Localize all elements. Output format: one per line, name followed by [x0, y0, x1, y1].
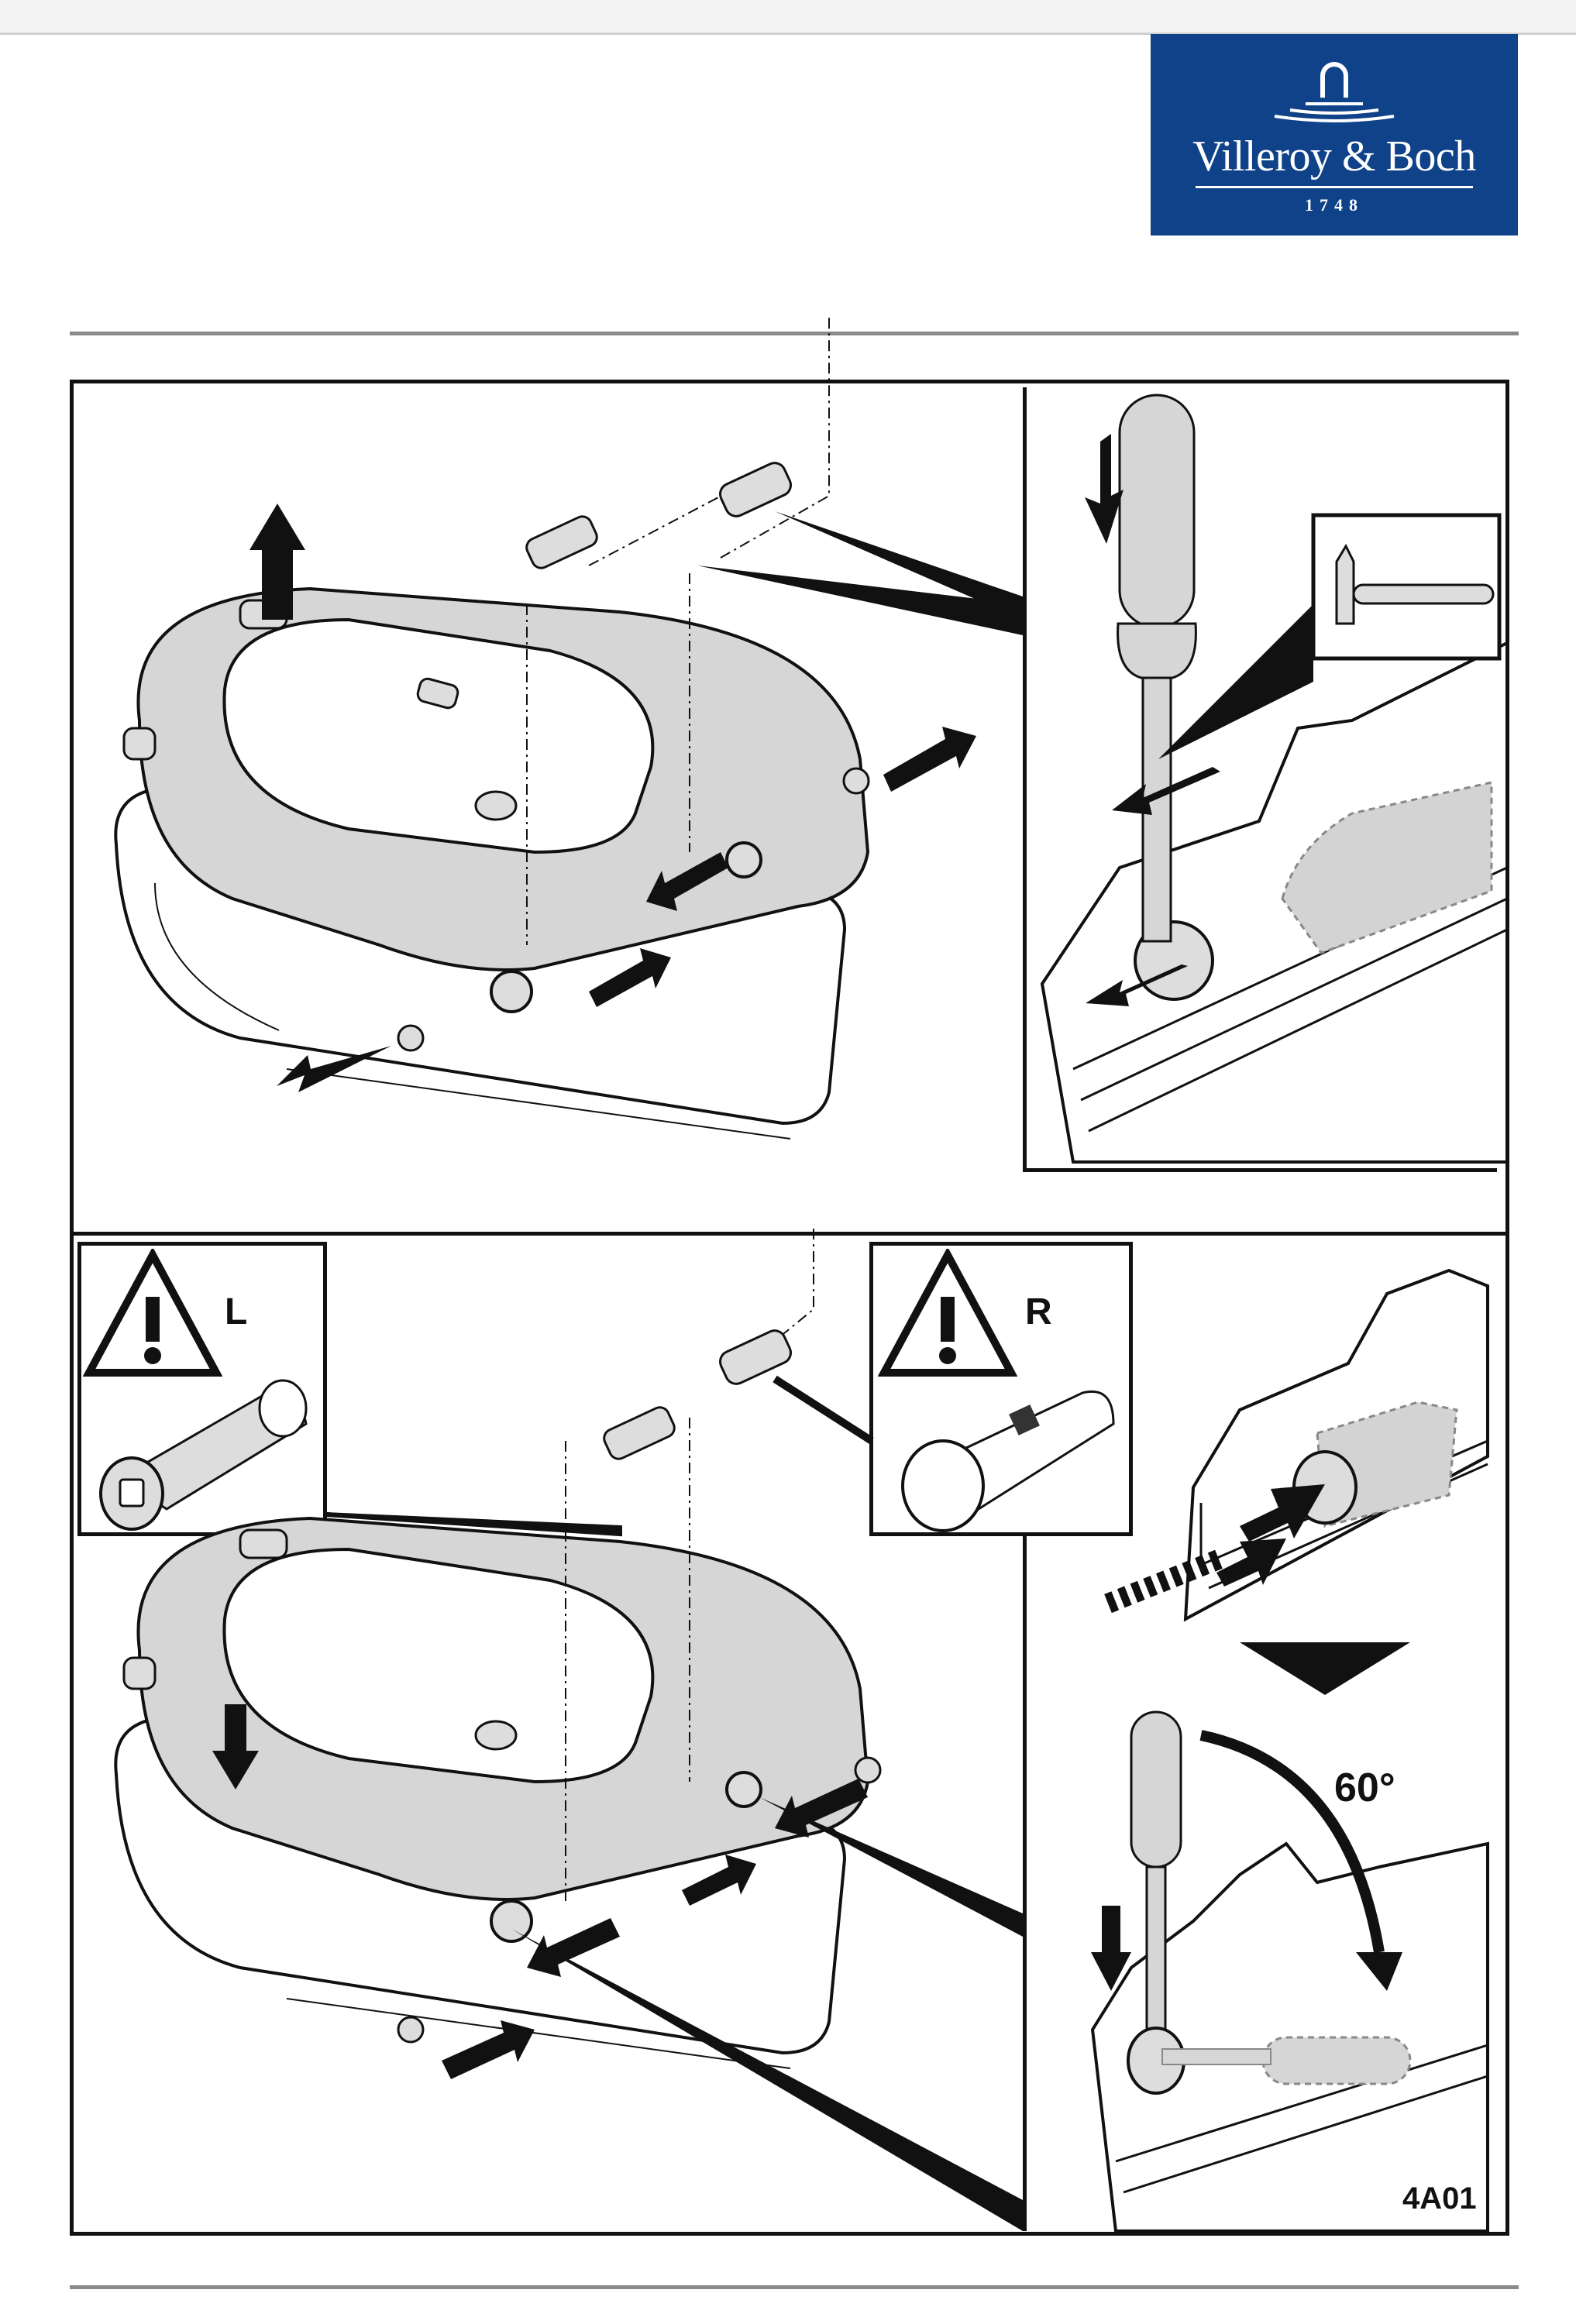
- arrow-out-right: [883, 727, 976, 792]
- rotation-arc: [1199, 1730, 1385, 1954]
- nut-right: [854, 1756, 882, 1784]
- top-bar: [0, 0, 1576, 35]
- brand-logo: Villeroy & Boch 1748: [1151, 34, 1518, 235]
- hammer-callout-wedge: [1158, 604, 1313, 759]
- warning-box-left: L: [77, 1242, 327, 1536]
- hinge-pin-right: [719, 1329, 792, 1385]
- hinge-left: [490, 1899, 533, 1943]
- arrow-in-left: [442, 2020, 535, 2079]
- hinge-pin-left: [603, 1406, 676, 1460]
- push-down-arrow: [1091, 1906, 1131, 1991]
- hinge-pin-left: [525, 515, 598, 569]
- warning-triangle-icon: [878, 1249, 1017, 1377]
- hinge-right: [725, 1771, 762, 1808]
- arrow-left-1: [1112, 767, 1220, 815]
- arrow-in-1: [527, 1918, 620, 1977]
- pin-insertion-detail: [1090, 1268, 1489, 2233]
- brand-underline: [1196, 186, 1473, 188]
- bottom-detail-divider: [1023, 1530, 1027, 2231]
- nut-left: [397, 2016, 425, 2044]
- top-detail-divider: [1023, 387, 1027, 1171]
- brand-year: 1748: [1305, 195, 1364, 215]
- callout-wedge: [697, 511, 1023, 635]
- hammer-icon: [1335, 543, 1495, 625]
- left-pin-detail: [99, 1379, 308, 1531]
- top-detail-bottom-edge: [1023, 1168, 1497, 1172]
- hinge-right: [725, 841, 762, 878]
- lower-arrow: [212, 1704, 259, 1789]
- hinge-left: [490, 970, 533, 1013]
- callout-wedge-right: [773, 1375, 874, 1445]
- lift-arrow: [249, 504, 305, 620]
- rotation-angle-label: 60°: [1334, 1765, 1395, 1810]
- down-triangle-icon: [1240, 1642, 1410, 1695]
- arrow-left-2: [1050, 837, 1065, 843]
- fountain-logo-icon: [1274, 62, 1395, 122]
- nut-left: [397, 1024, 425, 1052]
- warning-label-right: R: [1025, 1291, 1052, 1332]
- warning-label-left: L: [225, 1291, 248, 1332]
- warning-box-right: R: [869, 1242, 1133, 1536]
- push-arrow-2: [1240, 1484, 1325, 1542]
- screwdriver-icon: [1130, 1710, 1182, 2031]
- brand-name: Villeroy & Boch: [1192, 132, 1476, 180]
- callout-wedge-left: [325, 1512, 622, 1537]
- pin-ghost: [1281, 781, 1493, 954]
- seat-removal-illustration: [114, 318, 1023, 1140]
- nut-right: [842, 767, 870, 795]
- seat-installation-illustration: [114, 1224, 1023, 2231]
- arrow-left-3: [1086, 964, 1188, 1006]
- push-arrow: [1216, 1538, 1286, 1587]
- arrow-in-2: [682, 1855, 756, 1906]
- arrow-in-right: [775, 1779, 868, 1838]
- panel-divider: [70, 1232, 1509, 1236]
- screwdriver-ghost-icon: [1161, 2036, 1412, 2085]
- arrow-in-1: [589, 948, 671, 1007]
- instruction-frame: [70, 380, 1509, 2236]
- right-pin-detail: [901, 1391, 1115, 1532]
- figure-code: 4A01: [1402, 2181, 1477, 2216]
- top-divider: [70, 332, 1519, 335]
- pin-removal-detail: [1040, 394, 1509, 1164]
- push-arrow-dashed: [1104, 1547, 1228, 1614]
- arrow-out-left: [277, 1046, 391, 1092]
- hinge-pin-right: [719, 462, 792, 517]
- warning-triangle-icon: [83, 1249, 222, 1377]
- arrow-in-2: [646, 852, 728, 911]
- callout-wedge-bottom: [511, 1797, 1023, 2231]
- push-down-arrow: [1085, 434, 1124, 544]
- bottom-divider: [70, 2285, 1519, 2289]
